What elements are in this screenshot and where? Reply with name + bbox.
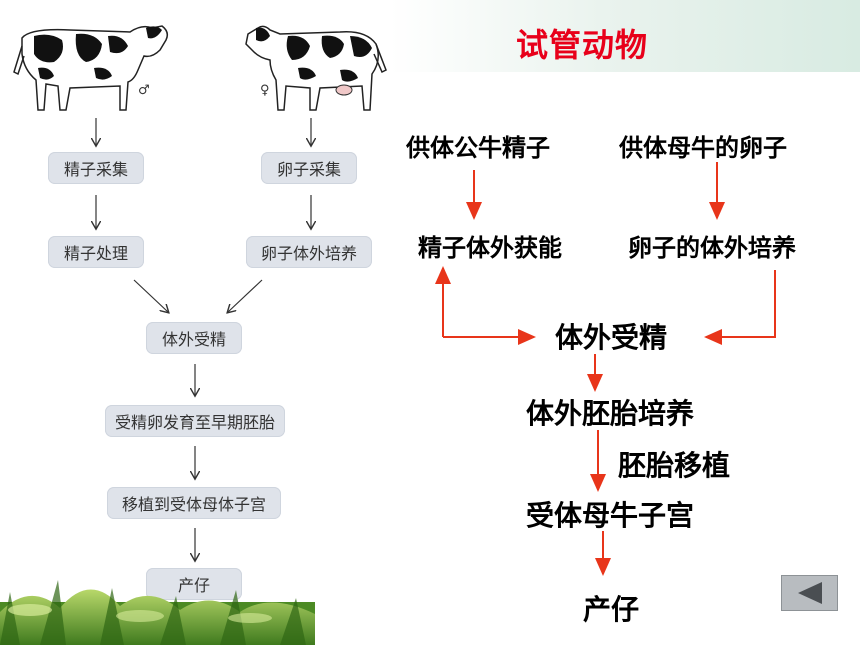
embryo-transfer: 胚胎移植 <box>618 449 731 482</box>
embryo-culture: 体外胚胎培养 <box>526 397 695 430</box>
page-title: 试管动物 <box>516 26 649 64</box>
female-symbol: ♀ <box>260 83 270 98</box>
bull-image: ♂ <box>13 25 169 111</box>
early-embryo-box: 受精卵发育至早期胚胎 <box>105 405 285 437</box>
donor-bull-sperm: 供体公牛精子 <box>406 134 550 162</box>
sperm-collection-box: 精子采集 <box>48 152 144 184</box>
cow-image: ♀ <box>245 25 387 111</box>
transfer-box: 移植到受体母体子宫 <box>107 487 281 519</box>
offspring-box: 产仔 <box>146 568 242 600</box>
donor-cow-egg: 供体母牛的卵子 <box>619 134 787 162</box>
triangle-left-icon <box>798 582 822 604</box>
recipient-cow-uterus: 受体母牛子宫 <box>526 499 695 532</box>
left-arrows <box>0 118 400 645</box>
male-symbol: ♂ <box>138 83 150 98</box>
egg-collection-box: 卵子采集 <box>261 152 357 184</box>
title-band <box>390 0 860 72</box>
grass-decoration <box>0 580 315 645</box>
in-vitro-fertilization: 体外受精 <box>555 321 668 354</box>
egg-in-vitro-culture: 卵子的体外培养 <box>628 234 796 262</box>
previous-slide-button[interactable] <box>781 575 838 611</box>
ivf-box: 体外受精 <box>146 322 242 354</box>
offspring: 产仔 <box>583 593 640 626</box>
sperm-processing-box: 精子处理 <box>48 236 144 268</box>
egg-culture-box: 卵子体外培养 <box>246 236 372 268</box>
right-arrows <box>435 162 776 576</box>
sperm-capacitation: 精子体外获能 <box>418 234 562 262</box>
